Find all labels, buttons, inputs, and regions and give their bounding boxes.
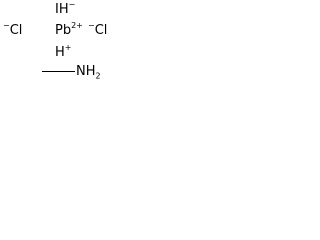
iodide-charge: − (68, 0, 76, 9)
right-chloride-label: −Cl (88, 21, 108, 38)
lead-charge: 2+ (71, 21, 83, 30)
proton-symbol: H (55, 45, 65, 60)
amine-label: NH2 (76, 65, 101, 83)
lead-label: Pb2+ (55, 21, 83, 38)
iodide-hydrogen: H (58, 2, 69, 17)
left-chloride-symbol: Cl (9, 23, 23, 38)
chemical-structure: IH− −Cl Pb2+ −Cl H+ NH2 (0, 0, 112, 90)
proton-label: H+ (55, 43, 72, 60)
proton-charge: + (64, 43, 72, 52)
right-chloride-charge: − (88, 21, 95, 30)
iodide-label: IH− (55, 0, 76, 17)
iodine-symbol: I (55, 2, 59, 17)
amine-group-symbol: NH (76, 64, 96, 79)
left-chloride-label: −Cl (3, 21, 23, 38)
lead-symbol: Pb (55, 23, 72, 38)
amine-subscript: 2 (95, 71, 101, 81)
methyl-carbon-bond (42, 71, 75, 72)
right-chloride-symbol: Cl (94, 23, 108, 38)
left-chloride-charge: − (3, 21, 10, 30)
